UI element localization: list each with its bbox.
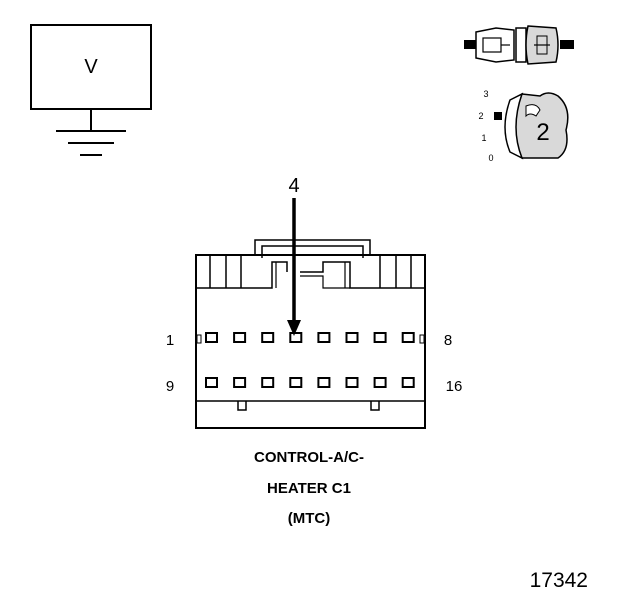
pin-cavity-8 [401,332,415,343]
pin-row-bottom [205,377,415,388]
probe-pin-label: 4 [288,175,299,197]
switch-position-0: 0 [488,153,493,163]
pin-cavity-2 [233,332,247,343]
pin-label-9: 9 [166,378,174,395]
pin-row-top [205,332,415,343]
pin-cavity-6 [345,332,359,343]
switch-position-3: 3 [483,89,488,99]
pin-cavity-10 [233,377,247,388]
connector-name-line3: (MTC) [288,510,330,527]
voltmeter-symbol: V [30,24,152,156]
pin-cavity-14 [345,377,359,388]
selector-knob-icon: 3 2 1 0 2 [478,89,569,163]
pin-cavity-12 [289,377,303,388]
ground-icon [56,130,126,156]
pin-cavity-9 [205,377,218,388]
pin-label-8: 8 [444,332,452,349]
pin-label-16: 16 [446,378,463,395]
pin-cavity-7 [373,332,387,343]
pin-cavity-15 [373,377,387,388]
pin-cavity-3 [261,332,275,343]
switch-setting-label: 2 [536,119,549,146]
pin-cavity-13 [317,377,331,388]
probe-arrow: 4 [287,175,301,336]
connector-name-line1: CONTROL-A/C- [254,449,364,466]
selector-pointer-icon [494,112,502,120]
pin-cavity-16 [401,377,415,388]
pin-cavity-4 [289,332,303,343]
pin-cavity-11 [261,377,275,388]
pin-label-1: 1 [166,332,174,349]
switch-position-2: 2 [478,111,483,121]
voltmeter-label: V [84,56,98,78]
pin-cavity-5 [317,332,331,343]
connector-body [195,239,426,429]
figure-number: 17342 [530,569,588,592]
connector-name-line2: HEATER C1 [267,480,351,497]
pin-cavity-1 [205,332,218,343]
switch-position-1: 1 [481,133,486,143]
probe-connector-icon [464,25,574,65]
